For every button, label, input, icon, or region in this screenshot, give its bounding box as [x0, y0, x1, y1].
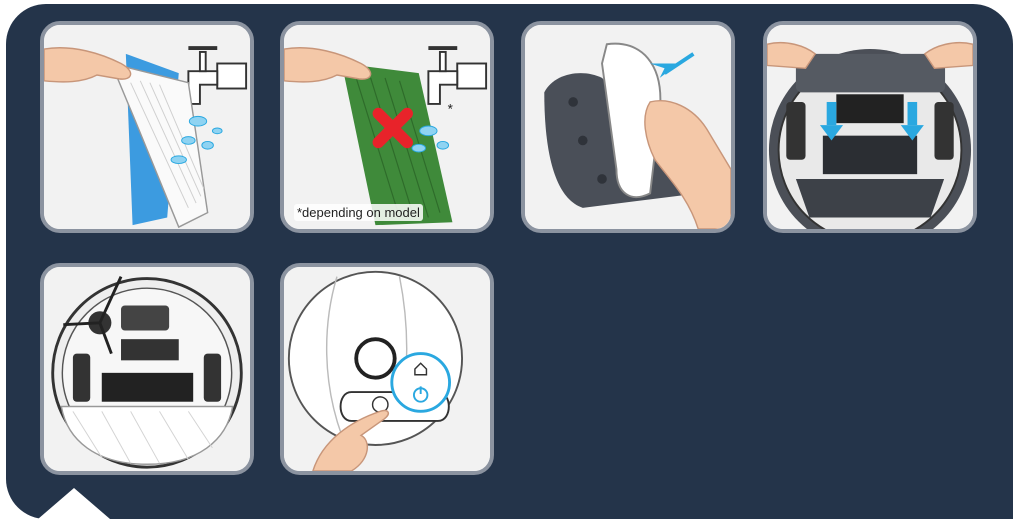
- step-4-card: [763, 21, 977, 233]
- step-3-card: [521, 21, 735, 233]
- rinse-mop-illustration: [44, 25, 250, 229]
- install-holder-illustration: [767, 25, 973, 229]
- no-rinse-illustration: *: [284, 25, 490, 229]
- step-5-card: [40, 263, 254, 475]
- step-6-card: [280, 263, 494, 475]
- press-button-illustration: [284, 267, 490, 471]
- laser-sensor: [356, 339, 394, 377]
- model-footnote: *depending on model: [294, 204, 423, 221]
- footnote-marker: *: [448, 102, 454, 117]
- attach-pad-illustration: [525, 25, 731, 229]
- pointer-tab: [38, 488, 110, 519]
- robot-underside-illustration: [44, 267, 250, 471]
- step-1-card: [40, 21, 254, 233]
- step-2-card: * *depending on model: [280, 21, 494, 233]
